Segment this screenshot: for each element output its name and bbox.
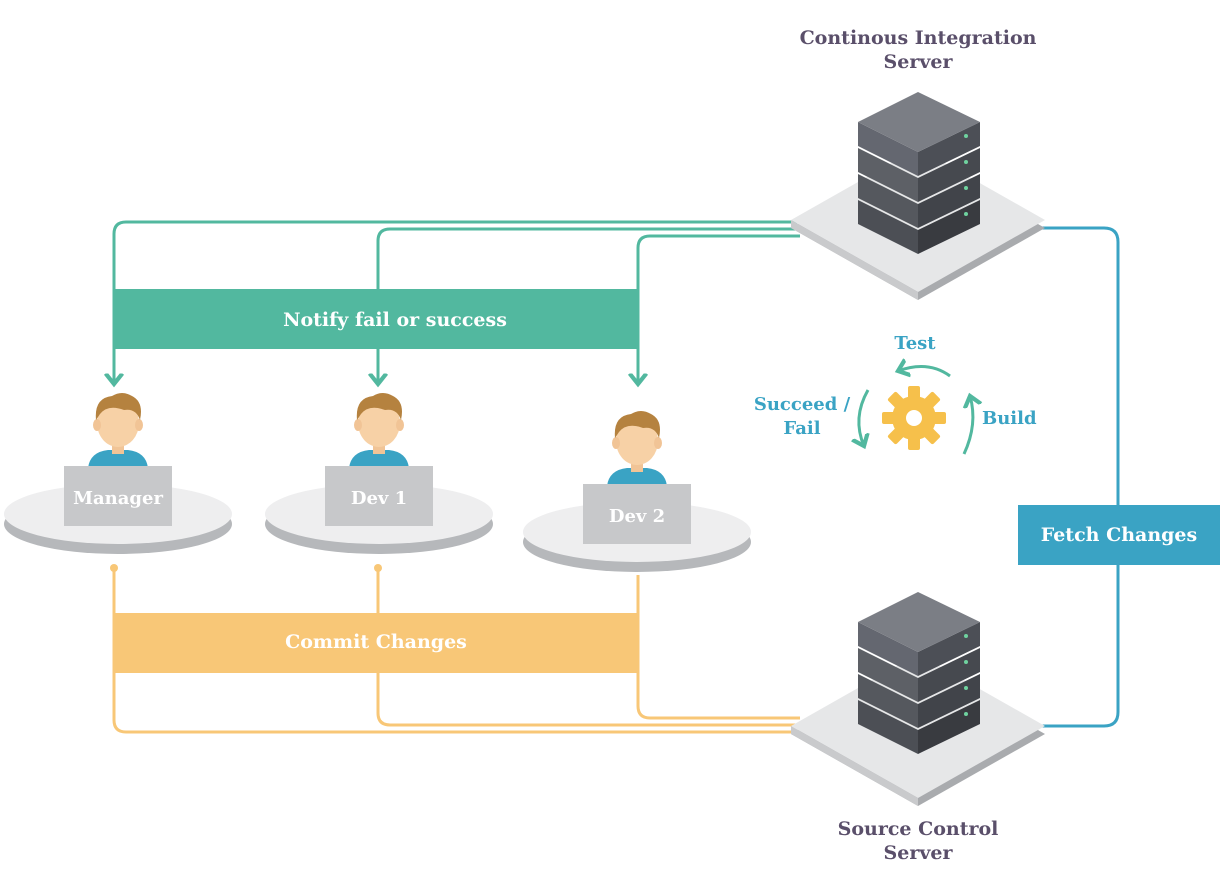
fetch-label: Fetch Changes — [1041, 524, 1197, 546]
laptop-icon — [583, 484, 691, 544]
person-dev-1: Dev 1 — [265, 393, 493, 554]
source-server-stack — [858, 592, 980, 754]
gear-icon — [882, 386, 946, 450]
notify-lines — [114, 220, 800, 384]
commit-label: Commit Changes — [285, 631, 467, 653]
ear-left — [612, 437, 620, 449]
face — [97, 399, 139, 447]
person-dev-2: Dev 2 — [523, 411, 751, 572]
ci-server-title-line2: Server — [884, 51, 954, 73]
shirt — [607, 468, 667, 486]
succeed-label-line2: Fail — [783, 418, 820, 439]
ear-left — [93, 419, 101, 431]
person-label: Manager — [73, 488, 163, 509]
face — [616, 417, 658, 465]
ear-left — [354, 419, 362, 431]
notify-banner: Notify fail or success — [114, 289, 638, 349]
ci-server-title-line1: Continous Integration — [800, 27, 1037, 49]
face — [358, 399, 400, 447]
person-label: Dev 2 — [609, 506, 665, 527]
hair — [95, 393, 141, 420]
ci-server-stack — [858, 92, 980, 254]
notify-label: Notify fail or success — [283, 309, 507, 331]
hair — [614, 411, 660, 438]
ear-right — [135, 419, 143, 431]
shirt — [349, 450, 409, 468]
hair — [356, 393, 402, 420]
ear-right — [396, 419, 404, 431]
commit-lines — [110, 564, 800, 734]
commit-banner: Commit Changes — [114, 613, 638, 673]
ear-right — [654, 437, 662, 449]
build-cycle: Test Build Succeed / Fail — [754, 333, 1037, 455]
person-label: Dev 1 — [351, 488, 407, 509]
source-server-title-line2: Server — [884, 842, 954, 864]
laptop-icon — [325, 466, 433, 526]
fetch-line — [1040, 226, 1120, 728]
cycle-arrows — [859, 367, 973, 455]
source-server-title-line1: Source Control — [838, 818, 999, 840]
laptop-icon — [64, 466, 172, 526]
fetch-box: Fetch Changes — [1018, 505, 1220, 565]
ci-server-icon — [791, 92, 1045, 300]
succeed-label-line1: Succeed / — [754, 394, 851, 415]
shirt — [88, 450, 148, 468]
source-server-icon — [791, 592, 1045, 806]
person-manager: Manager — [4, 393, 232, 554]
build-label: Build — [982, 408, 1037, 429]
test-label: Test — [894, 333, 936, 354]
